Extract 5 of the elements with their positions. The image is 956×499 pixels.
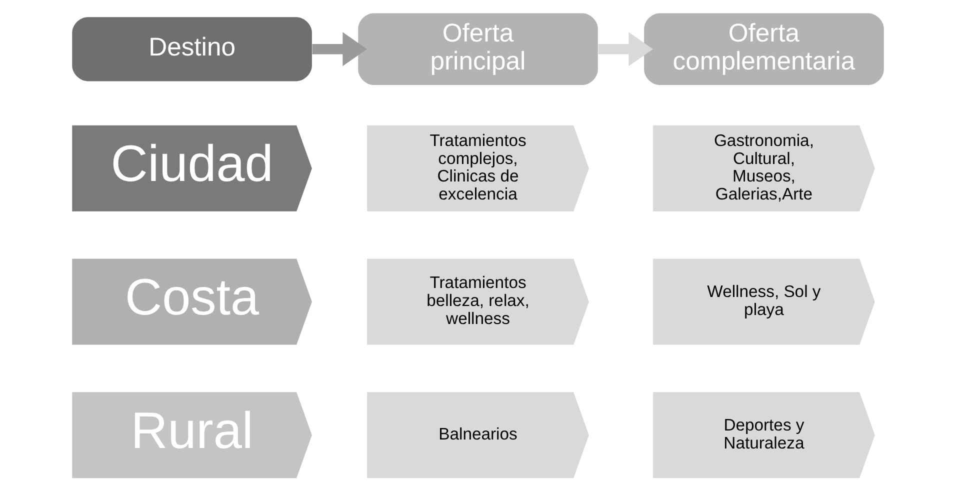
node-box: Oferta complementaria: [644, 13, 884, 86]
node-box: Destino: [72, 17, 312, 82]
node-box: Oferta principal: [358, 13, 598, 86]
arrow: [598, 32, 653, 66]
arrow: [312, 32, 367, 66]
